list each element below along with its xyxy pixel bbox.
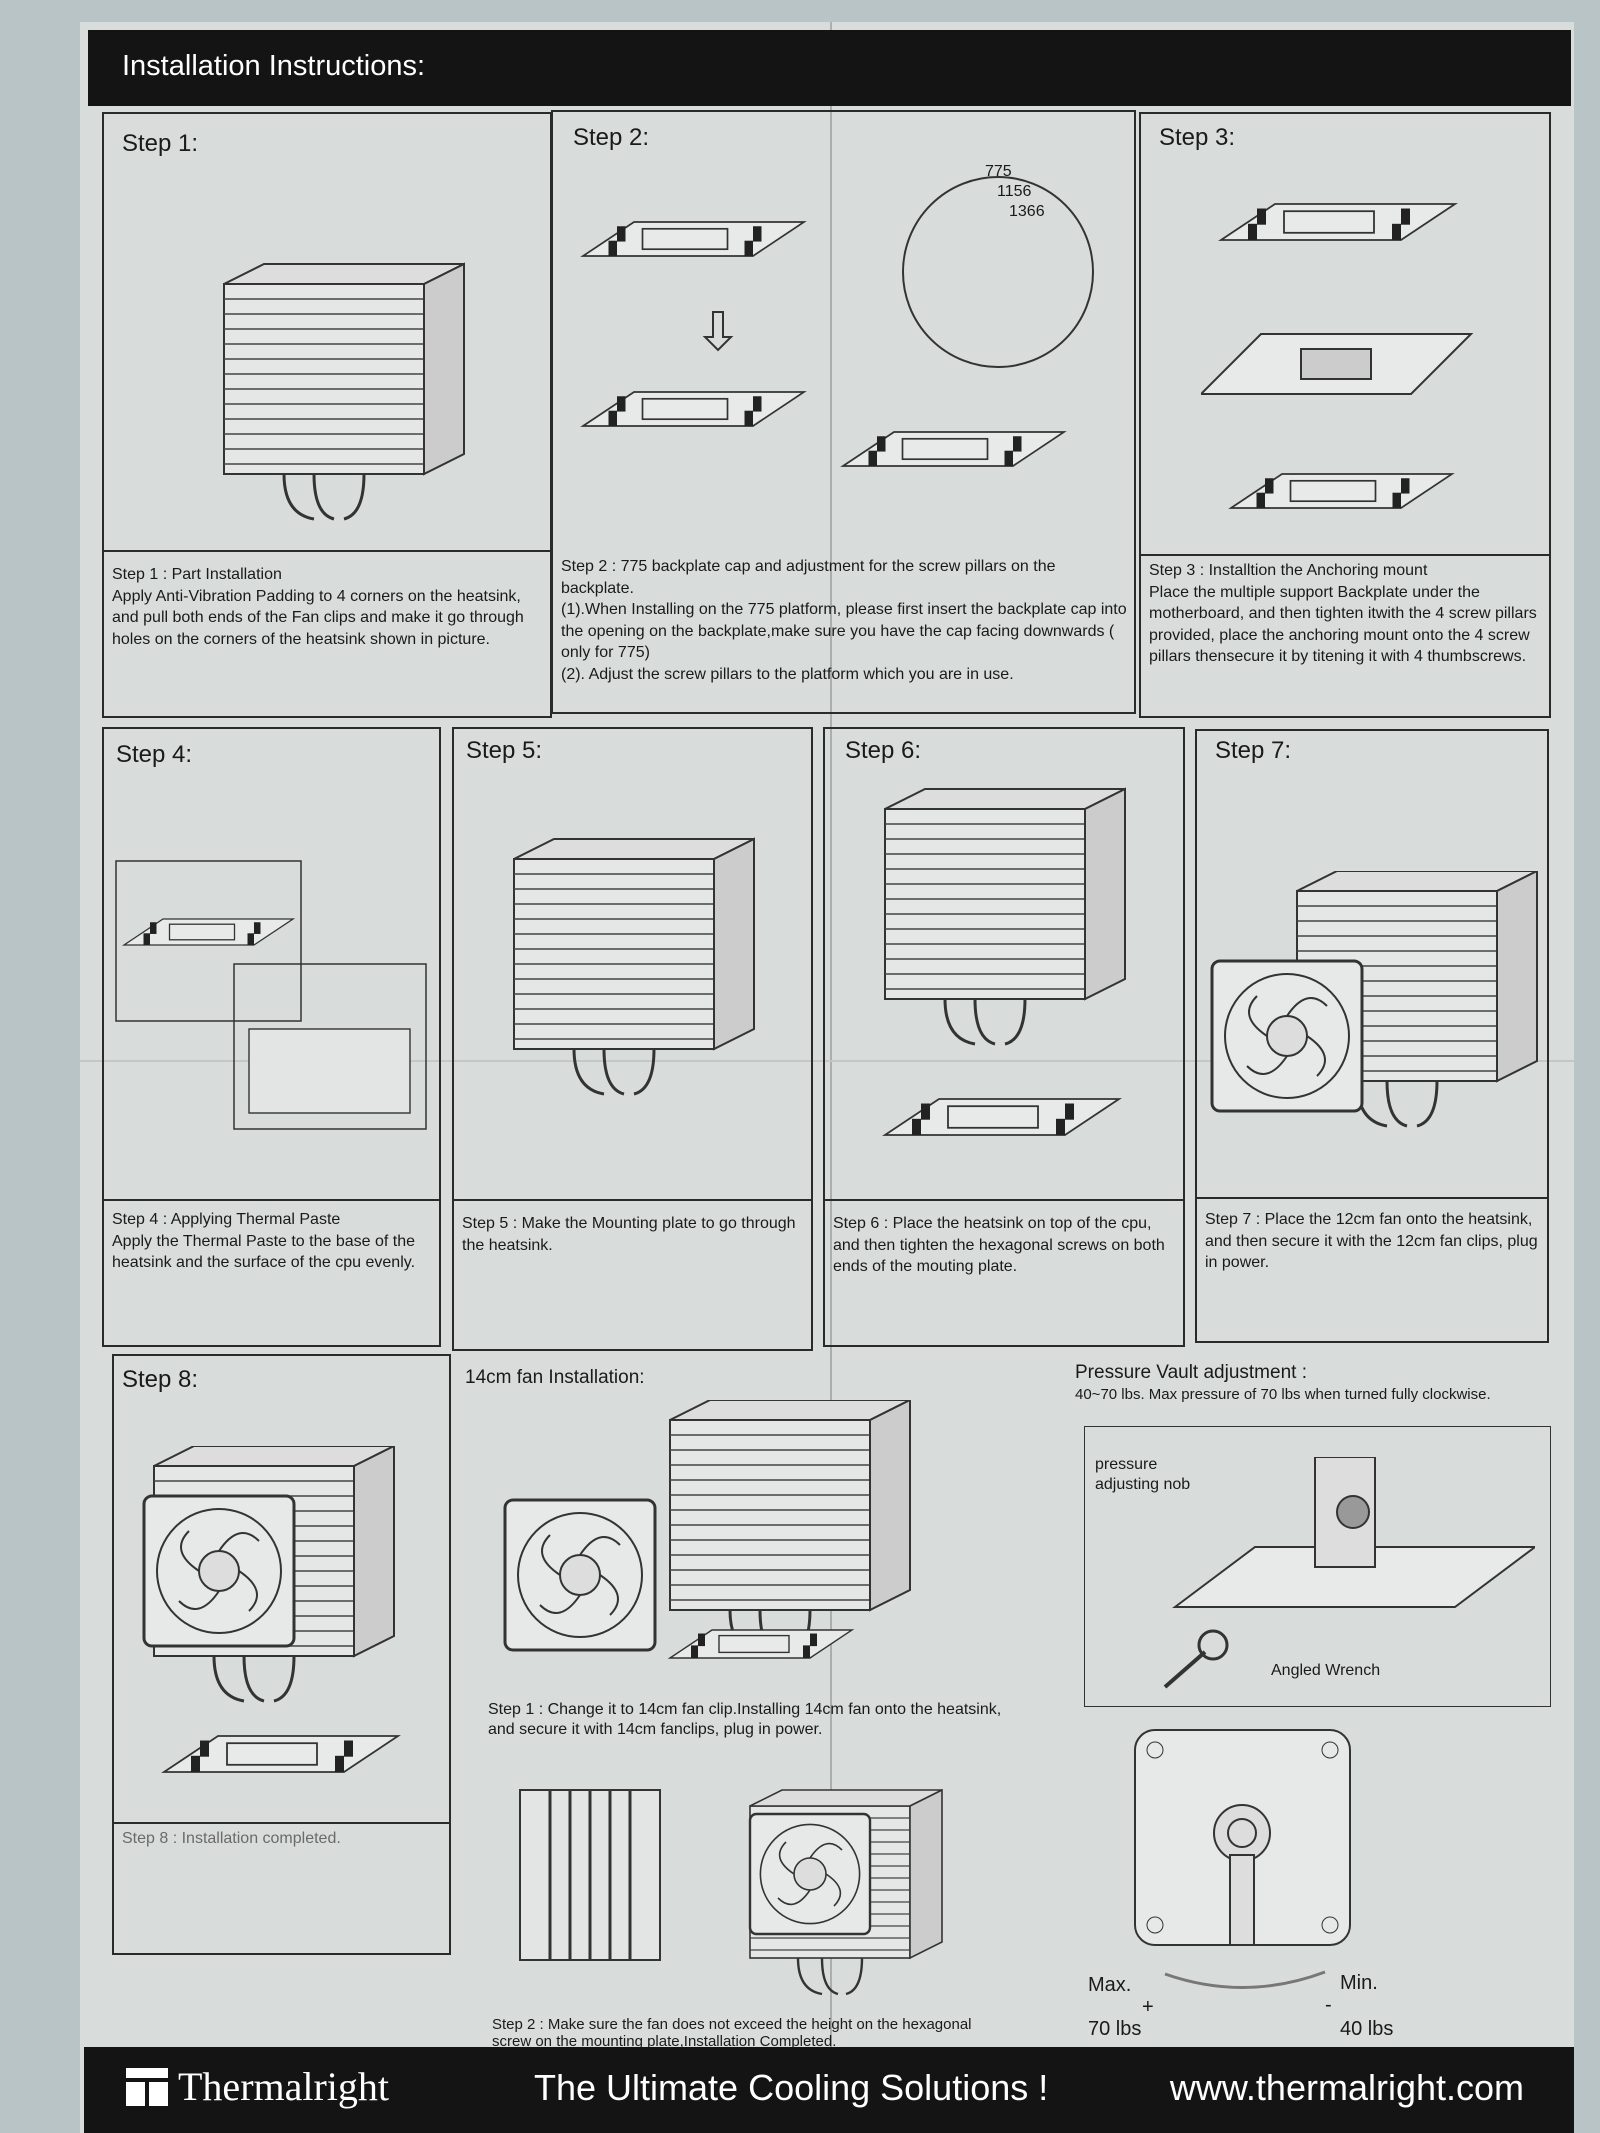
- fan14-step2-illustration: [519, 1788, 944, 1996]
- step-body: Place the multiple support Backplate und…: [1149, 583, 1537, 666]
- pressure-diagram-box: pressure adjusting nob Angled Wrench: [1084, 1426, 1551, 1707]
- thermal-paste-illustration: [115, 860, 427, 1130]
- callout-1366: 1366: [1009, 203, 1045, 220]
- rotation-arc: [1164, 1970, 1326, 1989]
- step-title: Step 2:: [573, 124, 650, 151]
- step-title: Step 6:: [845, 737, 922, 764]
- step-heading: Step 3 : Installtion the Anchoring mount: [1149, 562, 1428, 579]
- divider: [114, 1822, 449, 1824]
- step-heading: Step 4 : Applying Thermal Paste: [112, 1211, 341, 1228]
- divider: [104, 1199, 439, 1201]
- step-title: Step 7:: [1215, 737, 1292, 764]
- website-url: www.thermalright.com: [1169, 2067, 1524, 2108]
- fan14-step1-text: Step 1 : Change it to 14cm fan clip.Inst…: [488, 1701, 1002, 1738]
- wrench-adjust-illustration: [1134, 1729, 1351, 1946]
- brand-name: Thermalright: [178, 2064, 390, 2109]
- step-5-panel: Step 5: Step 5 : Make the Mounting plate…: [452, 727, 813, 1351]
- step-body: Apply Anti-Vibration Padding to 4 corner…: [112, 587, 524, 648]
- max-sign: +: [1142, 1996, 1154, 2018]
- step-body: (2). Adjust the screw pillars to the pla…: [561, 665, 1014, 683]
- pressure-subtitle: 40~70 lbs. Max pressure of 70 lbs when t…: [1075, 1386, 1491, 1403]
- step-text: Step 8 : Installation completed.: [122, 1828, 443, 1850]
- step-text: Step 7 : Place the 12cm fan onto the hea…: [1205, 1209, 1541, 1274]
- header-bar: Installation Instructions:: [88, 30, 1571, 106]
- anchoring-mount-illustration: [1201, 203, 1474, 509]
- knob-label: pressure adjusting nob: [1095, 1456, 1191, 1493]
- fold-line: [80, 1060, 1574, 1062]
- step-title: Step 8:: [122, 1366, 199, 1393]
- footer-bar: Thermalright The Ultimate Cooling Soluti…: [84, 2047, 1574, 2133]
- step-title: Step 5:: [466, 737, 543, 764]
- min-label: Min.: [1340, 1972, 1378, 1994]
- wrench-label: Angled Wrench: [1271, 1662, 1381, 1679]
- heatsink-on-cpu-illustration: [883, 787, 1127, 1136]
- step-heading: Step 6 : Place the heatsink on top of th…: [833, 1215, 1165, 1275]
- socket-callouts: 775 1156 1366: [985, 162, 1045, 222]
- brand-logo-icon: [126, 2067, 168, 2106]
- step-heading: Step 1 : Part Installation: [112, 566, 282, 583]
- step-6-panel: Step 6: Step 6 : Place the heatsink on t…: [823, 727, 1185, 1347]
- heatsink-illustration: [512, 837, 756, 1096]
- step-heading: Step 8 : Installation completed.: [122, 1830, 341, 1847]
- max-label: Max.: [1088, 1974, 1132, 1996]
- pressure-knob-illustration: [1163, 1457, 1535, 1689]
- fan14-step1-illustration: [503, 1400, 912, 1659]
- step-2-panel: Step 2: 775 1156 1366 Step 2 : 775 backp…: [551, 110, 1136, 714]
- step-text: Step 5 : Make the Mounting plate to go t…: [462, 1213, 805, 1256]
- step-title: Step 4:: [116, 741, 193, 768]
- step-7-panel: Step 7: Step 7 : Place the 12cm fan onto…: [1195, 729, 1549, 1343]
- min-value: 40 lbs: [1340, 2018, 1394, 2040]
- backplate-illustration: [582, 176, 1094, 467]
- fan14-step2-text: Step 2 : Make sure the fan does not exce…: [492, 2016, 972, 2050]
- step-text: Step 6 : Place the heatsink on top of th…: [833, 1213, 1177, 1278]
- tagline: The Ultimate Cooling Solutions !: [534, 2067, 1049, 2108]
- fold-line: [830, 22, 832, 2133]
- divider: [825, 1199, 1183, 1201]
- pressure-title: Pressure Vault adjustment :: [1075, 1362, 1307, 1383]
- step-heading: Step 2 : 775 backplate cap and adjustmen…: [561, 558, 1056, 597]
- fan-mounting-illustration: [1210, 871, 1539, 1128]
- step-heading: Step 7 : Place the 12cm fan onto the hea…: [1205, 1211, 1538, 1271]
- divider: [104, 550, 550, 552]
- callout-775: 775: [985, 163, 1012, 180]
- brand-logo: Thermalright: [126, 2063, 389, 2110]
- step-body: Apply the Thermal Paste to the base of t…: [112, 1232, 416, 1272]
- divider: [1197, 1197, 1547, 1199]
- step-text: Step 2 : 775 backplate cap and adjustmen…: [561, 556, 1128, 685]
- divider: [454, 1199, 811, 1201]
- divider: [1141, 554, 1549, 556]
- step-title: Step 3:: [1159, 124, 1236, 151]
- heatsink-illustration: [222, 262, 466, 521]
- step-text: Step 3 : Installtion the Anchoring mount…: [1149, 560, 1543, 668]
- step-heading: Step 5 : Make the Mounting plate to go t…: [462, 1215, 796, 1254]
- step-3-panel: Step 3: Step 3 : Installtion the Anchori…: [1139, 112, 1551, 718]
- max-value: 70 lbs: [1088, 2018, 1142, 2040]
- step-body: (1).When Installing on the 775 platform,…: [561, 601, 1127, 661]
- step-title: Step 1:: [122, 130, 199, 157]
- fan14-title: 14cm fan Installation:: [465, 1367, 645, 1388]
- min-sign: -: [1325, 1994, 1332, 2016]
- callout-1156: 1156: [997, 183, 1032, 200]
- step-8-panel: Step 8: Step 8 : Installation completed.: [112, 1354, 451, 1955]
- completed-cooler-illustration: [142, 1446, 399, 1773]
- page-title: Installation Instructions:: [122, 50, 426, 82]
